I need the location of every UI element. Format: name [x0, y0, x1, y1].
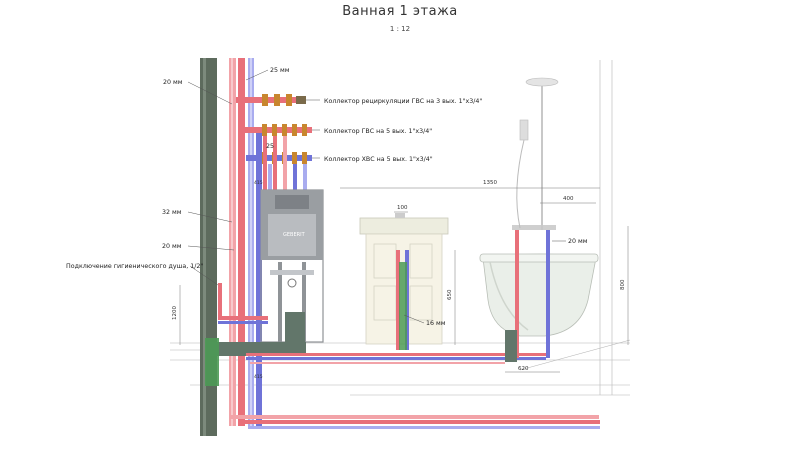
leader-lines	[187, 69, 566, 324]
dim-100: 100	[397, 205, 408, 211]
dim-1200: 1200	[172, 306, 178, 320]
label-collector-hot: Коллектор ГВС на 5 вых. 1"х3/4"	[324, 128, 432, 135]
dim-800: 800	[620, 279, 626, 290]
hot-manifold	[240, 124, 312, 136]
label-hygienic-shower: Подключение гигиенического душа, 1/2"	[66, 263, 203, 270]
label-collector-recirculation: Коллектор рециркуляции ГВС на 3 вых. 1"х…	[324, 98, 482, 105]
label-20mm-top: 20 мм	[163, 79, 183, 86]
label-collector-cold: Коллектор ХВС на 5 вых. 1"х3/4"	[324, 156, 433, 163]
vertical-risers	[229, 58, 262, 426]
sink-pipes	[396, 250, 409, 350]
cold-manifold	[246, 152, 312, 164]
dim-415-b: 415	[254, 374, 263, 380]
dim-1350: 1350	[483, 180, 497, 186]
dim-400: 400	[563, 196, 574, 202]
geberit-installation	[260, 189, 324, 343]
label-32mm: 32 мм	[162, 209, 182, 216]
label-20mm-mid: 20 мм	[162, 243, 182, 250]
geberit-brand: GEBERIT	[283, 232, 306, 238]
label-25-mid: 25	[266, 143, 274, 150]
dim-620: 620	[518, 366, 529, 372]
recirculation-manifold	[236, 94, 306, 106]
floor-pipes	[229, 353, 600, 429]
drawing-scale: 1 : 12	[389, 25, 411, 33]
label-20mm-bath: 20 мм	[568, 238, 588, 245]
shower-column	[516, 77, 559, 230]
bath-pipes	[505, 225, 556, 362]
dimension-lines	[179, 187, 629, 373]
dim-415-a: 415	[254, 180, 263, 186]
manifold-drops	[263, 136, 307, 190]
drawing-title: Ванная 1 этажа	[342, 4, 458, 19]
label-25mm-top: 25 мм	[270, 67, 290, 74]
sewer-riser-highlight	[203, 58, 206, 436]
drain-pipe	[205, 312, 306, 386]
bathtub	[479, 253, 599, 337]
label-16mm: 16 мм	[426, 320, 446, 327]
hygienic-shower-pipe	[218, 283, 268, 324]
dim-650: 650	[447, 289, 453, 300]
